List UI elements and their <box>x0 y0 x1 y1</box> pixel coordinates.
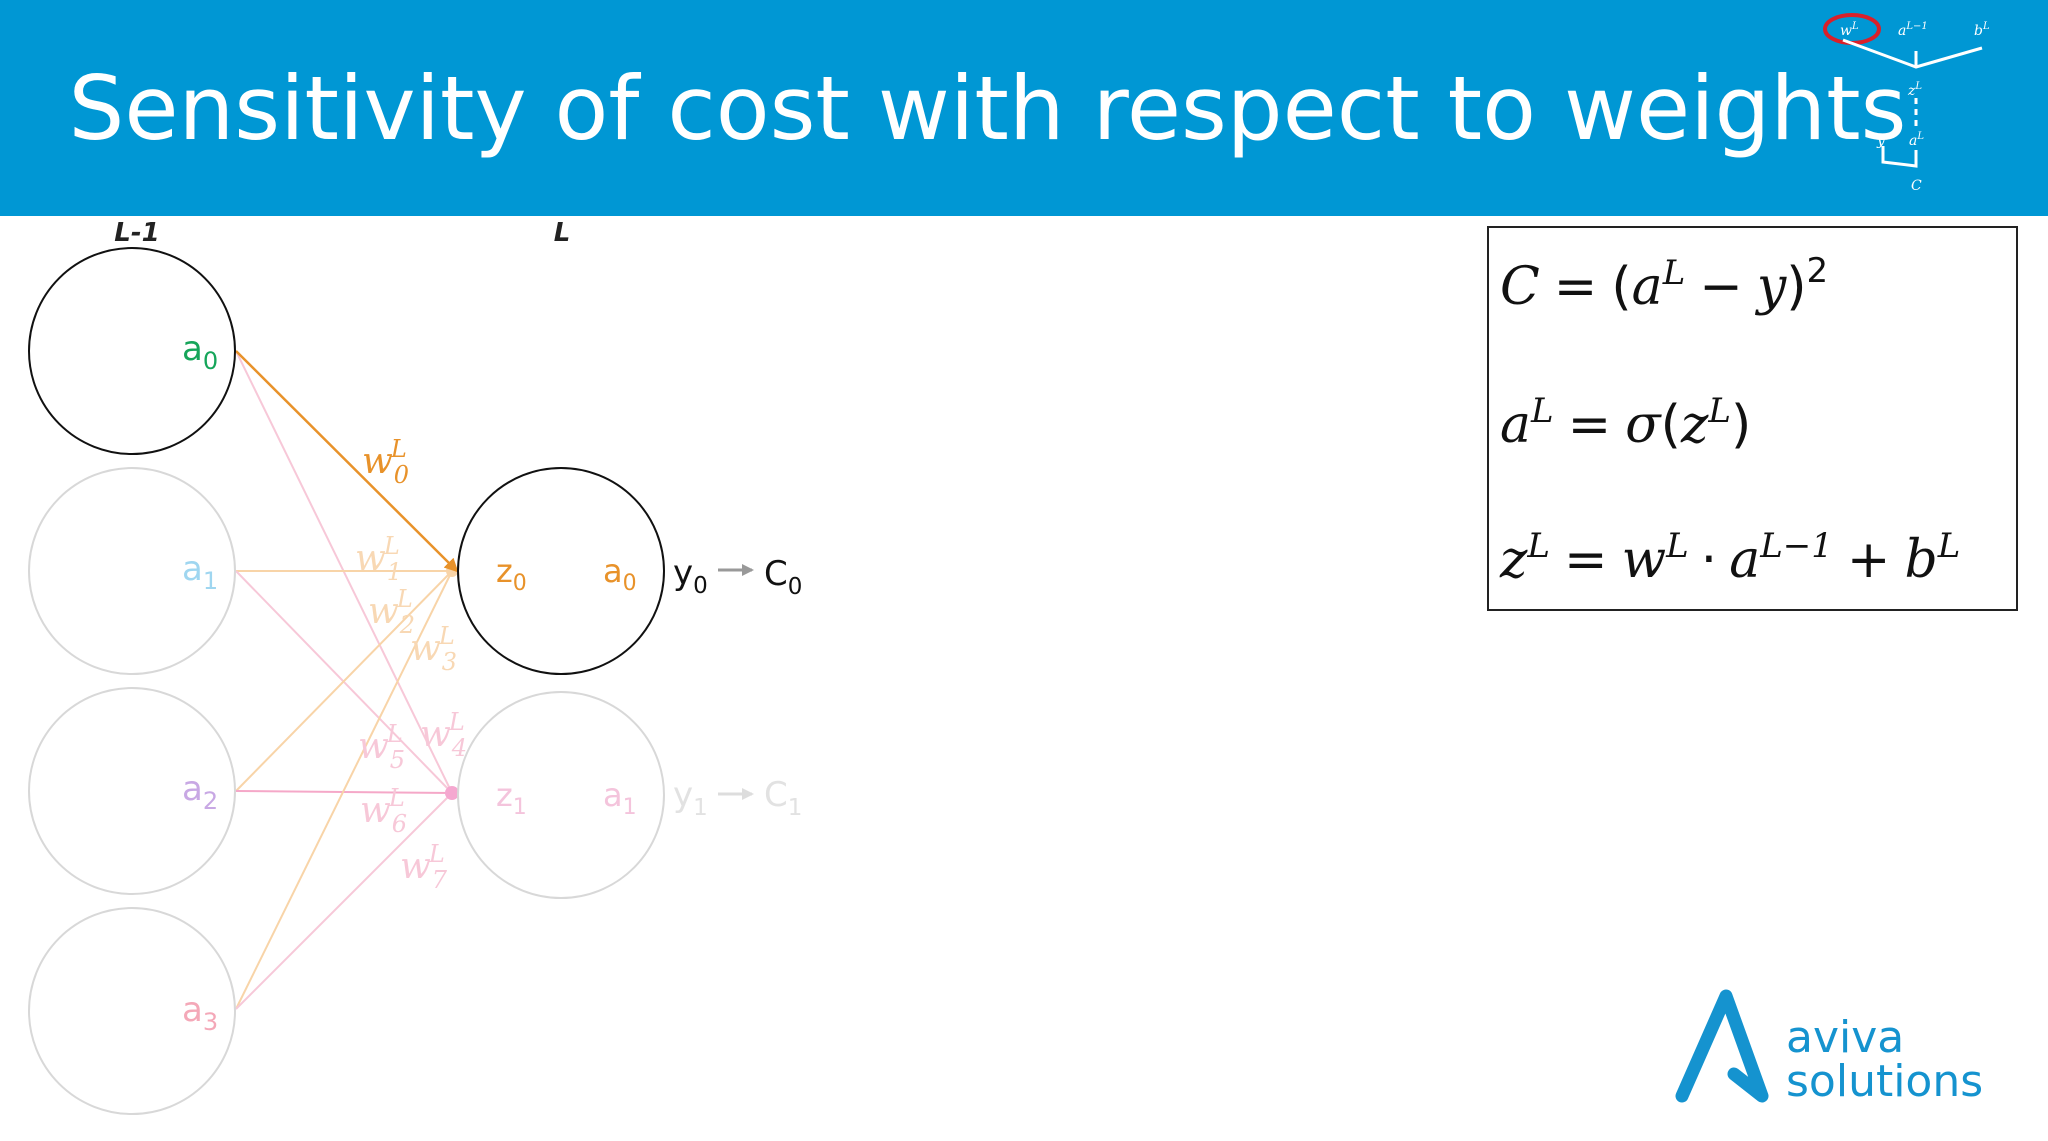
label-out-a1: a1 <box>603 776 637 820</box>
neuron-a0 <box>28 247 236 455</box>
label-a1: a1 <box>182 549 218 595</box>
tree-a: aL <box>1909 131 1924 149</box>
edge-a2-z0 <box>235 570 453 792</box>
tree-b: bL <box>1974 21 1990 39</box>
dependency-tree: wL aL−1 bL zL y aL C <box>1823 13 1990 194</box>
label-a2: a2 <box>182 769 218 815</box>
equations-box <box>1487 226 2018 611</box>
label-y0: y0 <box>673 553 708 599</box>
edge-a0-z0-active <box>235 350 459 573</box>
label-c1: C1 <box>764 775 802 821</box>
neuron-out-0 <box>457 467 665 675</box>
logo-line2: solutions <box>1786 1056 1983 1107</box>
faded-connections <box>235 350 459 1010</box>
aviva-logo-mark <box>1675 989 1769 1103</box>
slide-title: Sensitivity of cost with respect to weig… <box>68 56 1907 160</box>
label-z0: z0 <box>496 552 527 596</box>
label-c0: C0 <box>764 554 802 600</box>
tree-z: zL <box>1907 81 1922 99</box>
neuron-a2 <box>28 687 236 895</box>
tree-a-prev: aL−1 <box>1898 21 1928 39</box>
tree-c: C <box>1911 178 1922 194</box>
logo-line1: aviva <box>1786 1012 1904 1063</box>
neuron-out-1 <box>457 691 665 899</box>
tree-w: wL <box>1840 21 1859 39</box>
label-a3: a3 <box>182 990 218 1036</box>
node-dot-z1 <box>445 786 459 800</box>
tree-lines-bottom <box>1881 146 1918 168</box>
edge-a3-z0 <box>235 570 453 1010</box>
label-a0: a0 <box>182 329 218 375</box>
equation-weighted-sum: zL=wL·aL−1+bL <box>1499 526 1960 590</box>
neuron-a1 <box>28 467 236 675</box>
neuron-a3 <box>28 907 236 1115</box>
label-z1: z1 <box>496 776 527 820</box>
tree-y: y <box>1876 133 1886 149</box>
layer-prev-label: L-1 <box>114 218 159 248</box>
equation-activation: aL=σ(zL) <box>1500 391 1751 455</box>
equation-cost: C=(aL−y)2 <box>1500 251 1828 317</box>
layer-label: L <box>554 218 571 248</box>
title-banner: Sensitivity of cost with respect to weig… <box>0 0 2048 216</box>
equations: C=(aL−y)2 aL=σ(zL) zL=wL·aL−1+bL <box>1499 251 1960 590</box>
aviva-logo: aviva solutions <box>1675 989 1983 1107</box>
label-y1: y1 <box>673 775 708 821</box>
tree-lines-top <box>1842 38 1983 69</box>
edge-a3-z1 <box>235 792 453 1010</box>
label-out-a0: a0 <box>603 552 637 596</box>
